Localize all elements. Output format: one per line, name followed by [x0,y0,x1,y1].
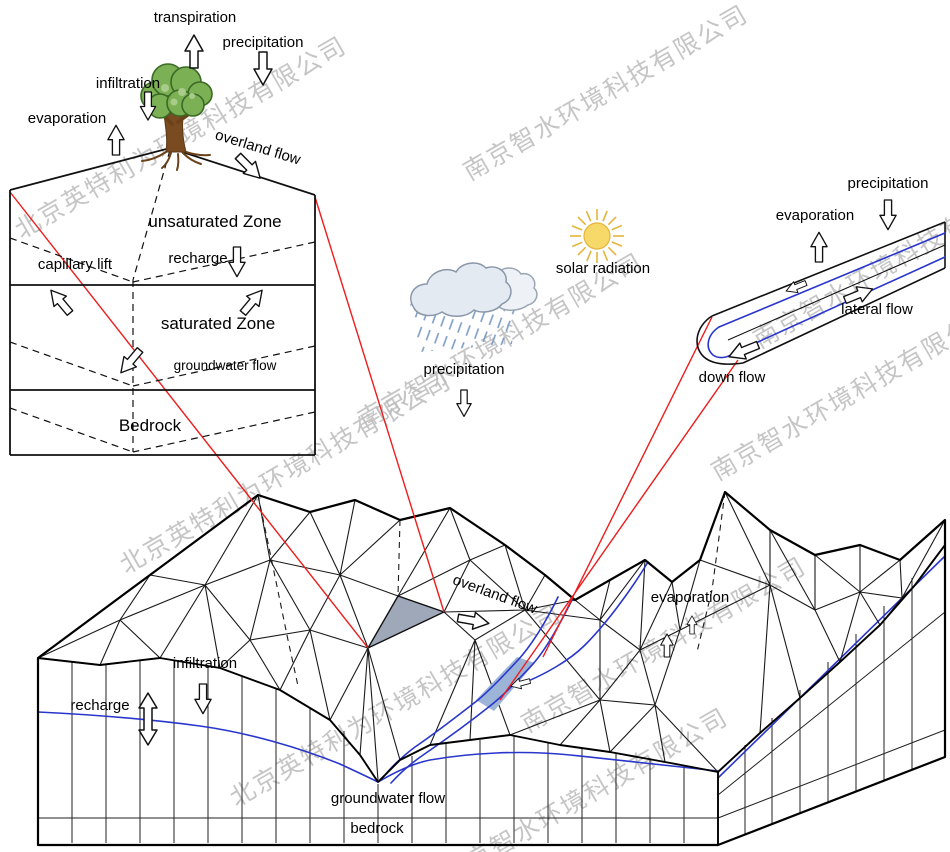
tree-icon [140,63,213,171]
channel-water-edge-near [735,256,946,353]
column-recharge-label: recharge [168,250,227,267]
terrain-front-edge [37,657,719,783]
transpiration-arrow [184,34,204,69]
watermark-text: 南京智水环境科技有限公司 [707,300,950,486]
terrain-block [36,490,947,847]
right-face-grid [717,578,946,834]
lateral-flow-label: lateral flow [841,301,913,318]
terrain-infiltration-label: infiltration [173,655,237,672]
column-to-element-line [9,191,445,649]
sun-disc [583,222,611,250]
watermark-text: 南京智水环境科技有限公司 [439,703,734,852]
mesh-edges-left [37,494,451,781]
column-infiltration-label: infiltration [96,75,160,92]
channel-evaporation-label: evaporation [776,207,854,224]
capillary-lift-label: capillary lift [38,256,113,273]
bedrock-line [38,729,946,819]
front-face-grid [71,661,685,843]
sun-icon [569,208,625,264]
channel-center-line [727,244,946,341]
column-recharge-arrow [228,246,246,278]
saturated-zone-label: saturated Zone [161,314,275,333]
atmosphere-precipitation-arrow [456,389,472,417]
channel-to-reach-line [499,316,739,701]
terrain-groundwater-flow-label: groundwater flow [331,790,445,807]
channel-outlet-cap [696,315,744,365]
column-precipitation-label: precipitation [223,34,304,51]
column-evaporation-label: evaporation [28,110,106,127]
terrain-bedrock-label: bedrock [350,820,404,837]
unsaturated-zone-label: unsaturated Zone [148,212,281,231]
red-reference-lines [9,191,739,701]
column-groundwater-flow-label: groundwater flow [174,358,277,373]
rain-cloud-icon [410,262,538,352]
river-tributary [515,561,649,687]
channel-precipitation-arrow [879,199,897,231]
atmosphere-precipitation-label: precipitation [424,361,505,378]
terrain-infiltration-arrow [194,683,212,715]
watermark-text: 北京英特利为环境科技有限公司 [115,366,456,579]
river-right-bank [390,599,573,784]
tree-canopy-texture [161,84,195,106]
cloud-left [410,262,512,317]
tree-roots [141,151,211,171]
capillary-lift-arrow [44,284,77,319]
channel-segment [696,221,946,365]
terrain-silhouette [36,490,947,847]
channel-top-edge [711,221,946,317]
column-groundwater-flow-arrow [114,344,147,379]
down-flow-label: down flow [699,369,766,386]
river-left-bank [380,596,559,781]
watermark-text: 南京智水环境科技有限公司 [459,0,754,186]
terrain-fold-edge [717,544,946,845]
selected-mesh-element [366,595,446,650]
column-walls [9,190,316,456]
down-flow-arrow [725,336,762,366]
column-bedrock-label: Bedrock [119,416,182,435]
channel-surface-flow-arrow [783,277,809,297]
mesh-edges-dashed [257,491,726,687]
terrain-recharge-label: recharge [70,697,129,714]
channel-water-edge-far [718,232,946,328]
channel-precipitation-label: precipitation [848,175,929,192]
channel-bottom-edge [742,267,946,364]
column-overland-flow-label: overland flow [213,126,303,168]
column-evaporation-arrow [107,124,125,156]
channel-evaporation-arrow [810,231,828,263]
terrain-evaporation-label: evaporation [651,589,729,606]
transpiration-label: transpiration [154,9,237,26]
solar-radiation-label: solar radiation [556,260,650,277]
